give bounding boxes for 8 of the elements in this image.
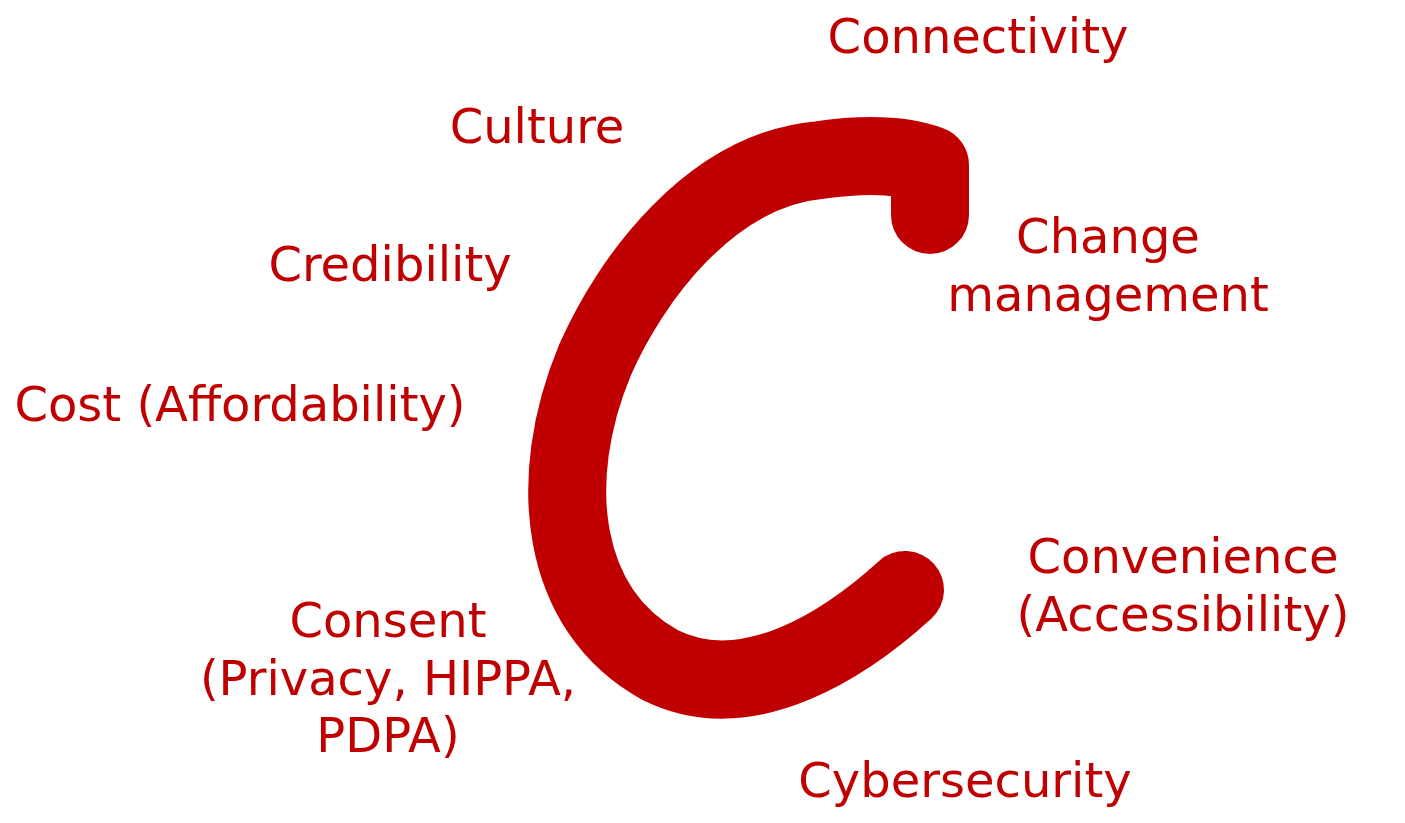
keyword-text: Convenience (Accessibility) (1015, 528, 1351, 644)
keyword-text: Change management (946, 208, 1270, 324)
keyword-text: Credibility (267, 236, 513, 294)
keyword-text: Culture (448, 98, 626, 156)
keyword-text: Consent (Privacy, HIPPA, PDPA) (198, 592, 578, 765)
keyword-text: Cybersecurity (797, 752, 1133, 810)
keyword-text: Cost (Affordability) (13, 376, 467, 434)
keyword-text: Connectivity (826, 8, 1130, 66)
